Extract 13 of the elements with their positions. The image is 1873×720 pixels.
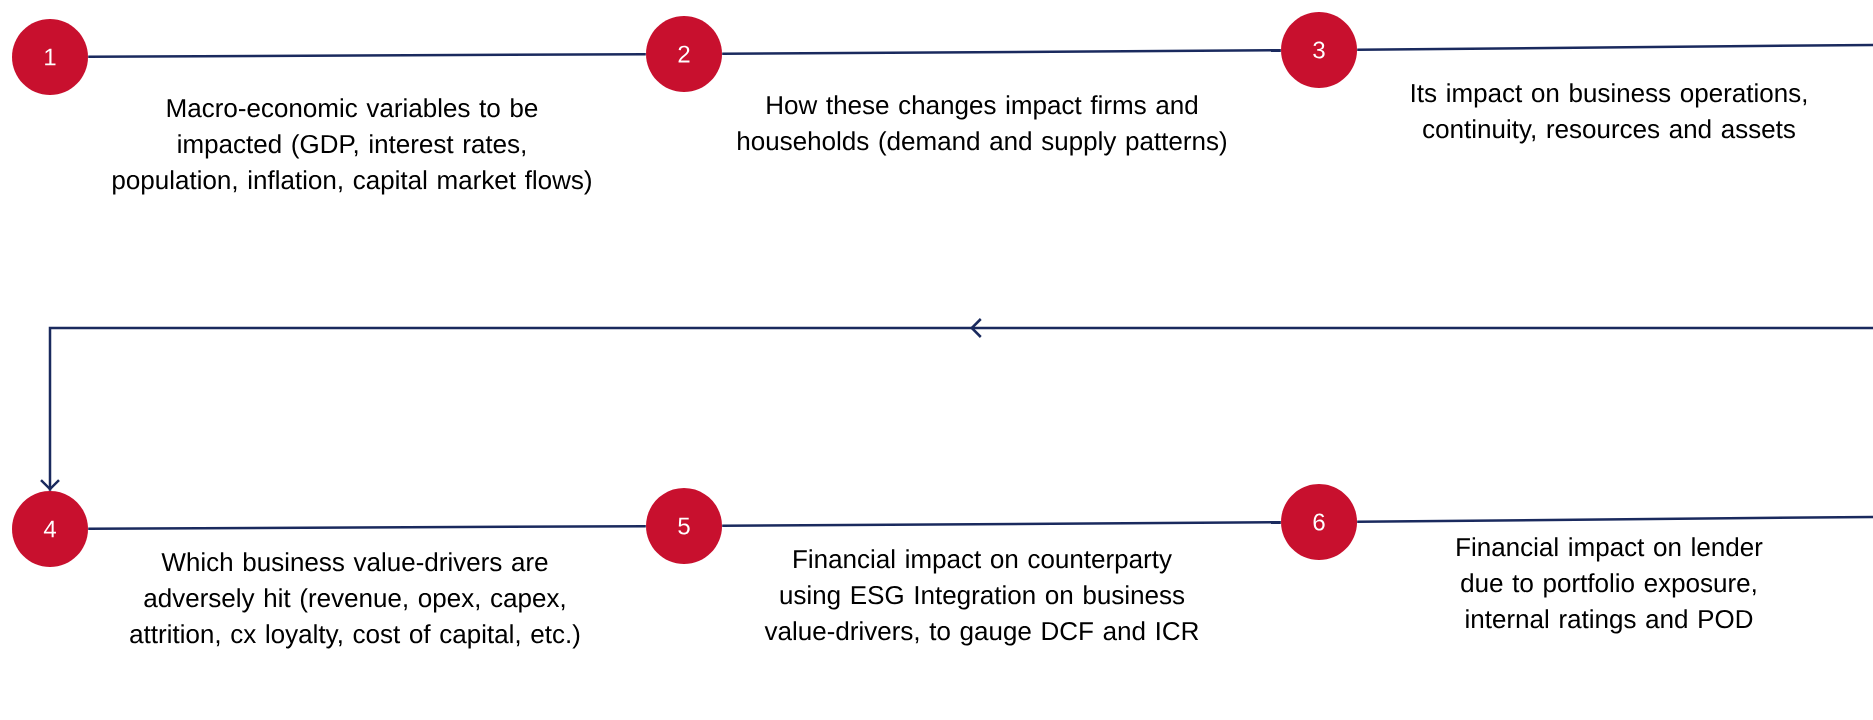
step-description: Macro-economic variables to be impacted (GDP, interest rates, population, inflation, capital market flows) bbox=[113, 98, 591, 195]
step-description: Financial impact on counterparty using ESG Integration on business value-drivers, to gauge DCF and ICR bbox=[764, 549, 1199, 646]
step-description: Financial impact on lender due to portfolio exposure, internal ratings and POD bbox=[1457, 537, 1763, 634]
connector-line bbox=[88, 52, 646, 59]
step-description: How these changes impact firms and households (demand and supply patterns) bbox=[738, 95, 1226, 156]
connector-line bbox=[1357, 515, 1873, 523]
connector-line bbox=[722, 49, 1281, 55]
connector-line bbox=[722, 521, 1281, 527]
connector-line bbox=[40, 318, 1873, 491]
connector-line bbox=[1357, 43, 1873, 51]
step-description: Its impact on business operations, continuity, resources and assets bbox=[1412, 83, 1807, 144]
connector-line bbox=[88, 524, 646, 531]
step-description: Which business value-drivers are adversely hit (revenue, opex, capex, attrition, cx loyalty, cost of capital, etc.) bbox=[130, 552, 580, 649]
